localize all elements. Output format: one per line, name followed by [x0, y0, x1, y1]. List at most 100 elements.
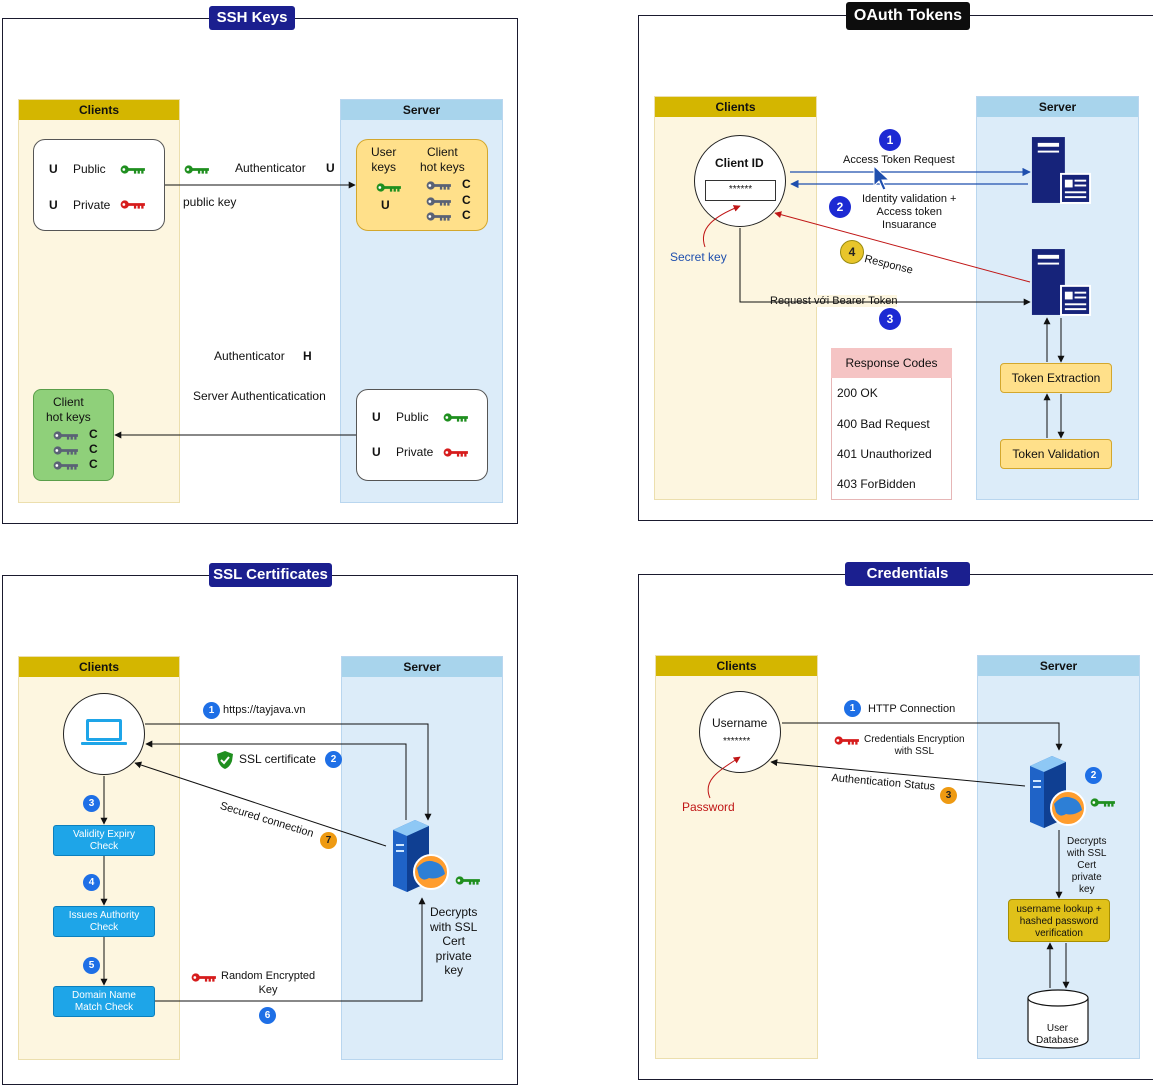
- ssl-step-3-badge: 3: [83, 795, 100, 812]
- ssl-server-header: Server: [342, 657, 502, 677]
- ssh-server-public-prefix: U: [372, 410, 381, 424]
- oauth-identity-validation: Identity validation + Access token Insua…: [862, 193, 957, 231]
- ssh-user-keys-label: User keys: [371, 145, 397, 174]
- cred-step-3-badge: 3: [940, 787, 957, 804]
- web-server-icon: [1022, 752, 1092, 832]
- web-server-icon: [385, 816, 455, 896]
- oauth-access-token-request: Access Token Request: [843, 154, 955, 166]
- ssl-decrypts-label: Decrypts with SSL Cert private key: [430, 905, 478, 977]
- server-icon: [1030, 247, 1092, 317]
- oauth-server-header: Server: [977, 97, 1138, 117]
- ssl-step-6-badge: 6: [259, 1007, 276, 1024]
- cred-lookup-box: username lookup + hashed password verifi…: [1008, 899, 1110, 942]
- ssl-issues-check: Issues Authority Check: [53, 906, 155, 937]
- ssh-server-keys-box: [356, 139, 488, 231]
- ssh-authenticator-h-label: Authenticator: [214, 349, 285, 363]
- ssh-clients-header: Clients: [19, 100, 179, 120]
- gray-key-icon: [426, 211, 452, 222]
- green-key-icon: [120, 164, 146, 175]
- cred-password-label: Password: [682, 800, 735, 814]
- ssh-client-hot-keys-title: Client hot keys: [46, 395, 91, 424]
- ssh-client-public-prefix: U: [49, 162, 58, 176]
- ssl-title: SSL Certificates: [209, 563, 332, 587]
- cred-http-connection: HTTP Connection: [868, 703, 956, 715]
- ssh-server-c2: C: [462, 193, 471, 207]
- red-key-icon: [443, 447, 469, 458]
- ssh-authenticator-h: H: [303, 349, 312, 363]
- ssh-client-private-prefix: U: [49, 198, 58, 212]
- oauth-response-code-item: 403 ForBidden: [837, 477, 916, 491]
- ssh-server-public-label: Public: [396, 410, 429, 424]
- red-key-icon: [191, 972, 217, 983]
- ssh-server-private-prefix: U: [372, 445, 381, 459]
- ssl-url-label: https://tayjava.vn: [223, 704, 306, 716]
- gray-key-icon: [53, 460, 79, 471]
- oauth-step-4-badge: 4: [840, 240, 864, 264]
- green-key-icon: [455, 875, 481, 886]
- oauth-title: OAuth Tokens: [846, 2, 970, 30]
- ssh-server-keys-box-bottom: [356, 389, 488, 481]
- ssl-clients-header: Clients: [19, 657, 179, 677]
- red-key-icon: [120, 199, 146, 210]
- gray-key-icon: [53, 445, 79, 456]
- ssl-step-5-badge: 5: [83, 957, 100, 974]
- ssh-client-c2: C: [89, 442, 98, 456]
- gray-key-icon: [426, 196, 452, 207]
- ssh-public-key-label: public key: [183, 195, 237, 209]
- oauth-step-1-badge: 1: [879, 129, 901, 151]
- ssh-server-c1: C: [462, 177, 471, 191]
- ssh-client-private-label: Private: [73, 198, 111, 212]
- oauth-step-2-badge: 2: [829, 196, 851, 218]
- green-key-icon: [443, 412, 469, 423]
- ssh-client-c3: C: [89, 457, 98, 471]
- shield-icon: [217, 751, 233, 769]
- ssh-server-private-label: Private: [396, 445, 434, 459]
- oauth-secret-key-label: Secret key: [670, 250, 727, 264]
- oauth-client-id-label: Client ID: [715, 156, 764, 170]
- laptop-icon: [81, 719, 127, 745]
- ssh-client-hot-keys-label: Client hot keys: [420, 145, 465, 174]
- ssl-step-4-badge: 4: [83, 874, 100, 891]
- ssl-certificate-label: SSL certificate: [239, 752, 316, 766]
- ssh-server-u: U: [381, 198, 390, 212]
- cred-password-mask: *******: [723, 736, 751, 747]
- ssh-server-c3: C: [462, 208, 471, 222]
- oauth-step-3-badge: 3: [879, 308, 901, 330]
- oauth-response-code-item: 400 Bad Request: [837, 417, 930, 431]
- oauth-request-bearer-label: Request với Bearer Token: [770, 295, 898, 307]
- oauth-response-codes-header: Response Codes: [831, 348, 952, 378]
- red-key-icon: [834, 735, 860, 746]
- ssl-step-7-badge: 7: [320, 832, 337, 849]
- ssl-random-key-label: Random Encrypted Key: [221, 970, 316, 996]
- oauth-token-validation: Token Validation: [1000, 439, 1112, 469]
- ssl-domain-check: Domain Name Match Check: [53, 986, 155, 1017]
- ssh-server-header: Server: [341, 100, 502, 120]
- ssh-authenticator-u: U: [326, 161, 335, 175]
- ssh-client-c1: C: [89, 427, 98, 441]
- green-key-icon: [1090, 797, 1116, 808]
- ssh-authenticator-label: Authenticator: [235, 161, 306, 175]
- cred-step-2-badge: 2: [1085, 767, 1102, 784]
- database-icon: [1027, 989, 1089, 1049]
- oauth-response-code-item: 200 OK: [837, 386, 878, 400]
- oauth-clients-header: Clients: [655, 97, 816, 117]
- oauth-response-code-item: 401 Unauthorized: [837, 447, 932, 461]
- gray-key-icon: [426, 180, 452, 191]
- cred-username-label: Username: [712, 716, 768, 730]
- cred-title: Credentials: [845, 562, 970, 586]
- cred-step-1-badge: 1: [844, 700, 861, 717]
- oauth-secret-field: ******: [705, 180, 776, 201]
- ssl-validity-check: Validity Expiry Check: [53, 825, 155, 856]
- cred-database-label: User Database: [1036, 1023, 1079, 1046]
- green-key-icon: [184, 164, 210, 175]
- oauth-token-extraction: Token Extraction: [1000, 363, 1112, 393]
- cred-server-header: Server: [978, 656, 1139, 676]
- ssl-step-2-badge: 2: [325, 751, 342, 768]
- cred-clients-header: Clients: [656, 656, 817, 676]
- ssh-server-auth-label: Server Authenticatication: [193, 389, 326, 403]
- ssh-title: SSH Keys: [209, 6, 295, 30]
- gray-key-icon: [53, 430, 79, 441]
- ssl-step-1-badge: 1: [203, 702, 220, 719]
- ssh-client-public-label: Public: [73, 162, 106, 176]
- server-icon: [1030, 135, 1092, 205]
